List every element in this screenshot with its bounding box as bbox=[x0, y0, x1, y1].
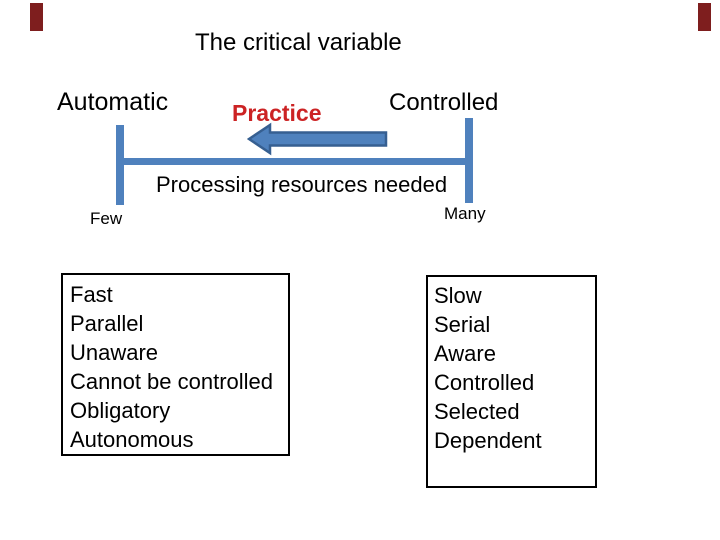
list-item: Autonomous bbox=[70, 427, 194, 452]
axis-tick-right bbox=[465, 118, 473, 203]
corner-bar-right bbox=[698, 3, 711, 31]
corner-bar-left bbox=[30, 3, 43, 31]
list-item: Obligatory bbox=[70, 398, 171, 423]
list-item: Selected bbox=[434, 399, 520, 424]
list-item: Unaware bbox=[70, 340, 159, 365]
label-practice: Practice bbox=[232, 100, 322, 126]
axis-tick-left bbox=[116, 125, 124, 205]
left-arrow-icon bbox=[247, 122, 388, 156]
slide-title: The critical variable bbox=[195, 29, 402, 56]
automatic-properties-box: Fast Parallel Unaware Cannot be controll… bbox=[61, 273, 290, 456]
list-item: Cannot be controlled bbox=[70, 369, 274, 394]
label-few: Few bbox=[90, 209, 123, 228]
list-item: Slow bbox=[434, 283, 482, 308]
axis-label: Processing resources needed bbox=[156, 172, 448, 197]
label-many: Many bbox=[444, 204, 486, 223]
list-item: Parallel bbox=[70, 311, 144, 336]
controlled-properties-box: Slow Serial Aware Controlled Selected De… bbox=[426, 275, 597, 488]
list-item: Dependent bbox=[434, 428, 542, 453]
axis-line bbox=[116, 158, 473, 165]
list-item: Aware bbox=[434, 341, 496, 366]
list-item: Controlled bbox=[434, 370, 535, 395]
list-item: Serial bbox=[434, 312, 491, 337]
label-controlled: Controlled bbox=[389, 89, 499, 116]
list-item: Fast bbox=[70, 282, 113, 307]
label-automatic: Automatic bbox=[57, 88, 169, 116]
